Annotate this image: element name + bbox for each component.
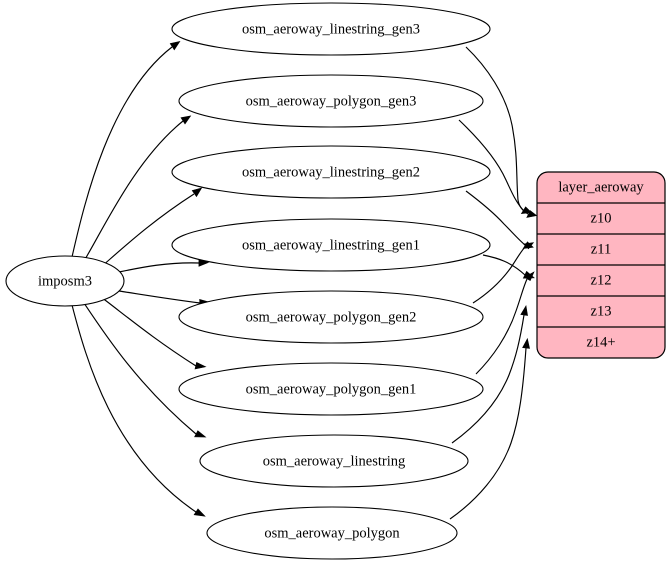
osm_aeroway_linestring_gen1-label: osm_aeroway_linestring_gen1 [242, 237, 420, 253]
imposm3-label: imposm3 [38, 273, 92, 289]
node-osm_aeroway_polygon_gen1[interactable]: osm_aeroway_polygon_gen1 [178, 362, 484, 416]
edge-polygon-gen3-to-z10 [458, 119, 533, 214]
node-layer-aeroway-table[interactable]: layer_aeroway z10 z11 z12 z13 z14+ [536, 171, 666, 359]
edge-linestring-gen3-to-z10 [465, 46, 538, 218]
edge-imposm3-to-polygon-gen1 [100, 296, 207, 370]
node-imposm3[interactable]: imposm3 [5, 255, 125, 307]
edge-imposm3-to-polygon [71, 304, 206, 517]
table-row-z14-label[interactable]: z14+ [586, 334, 615, 350]
edge-imposm3-to-polygon-gen2 [118, 290, 211, 307]
node-osm_aeroway_polygon[interactable]: osm_aeroway_polygon [206, 506, 458, 560]
edge-polygon-gen1-to-z12 [475, 271, 535, 375]
table-row-z12-label[interactable]: z12 [591, 272, 612, 288]
osm_aeroway_linestring-label: osm_aeroway_linestring [263, 453, 406, 469]
osm_aeroway_polygon_gen1-label: osm_aeroway_polygon_gen1 [246, 381, 417, 397]
node-osm_aeroway_polygon_gen3[interactable]: osm_aeroway_polygon_gen3 [178, 74, 484, 128]
edge-linestring-to-z13 [451, 304, 528, 444]
edge-imposm3-to-polygon-gen3 [83, 115, 192, 262]
edge-imposm3-to-linestring-gen2 [100, 187, 203, 268]
osm_aeroway_linestring_gen2-label: osm_aeroway_linestring_gen2 [242, 164, 420, 180]
edge-linestring-gen1-to-z12 [482, 254, 535, 279]
table-row-z11-label[interactable]: z11 [591, 241, 611, 257]
node-osm_aeroway_polygon_gen2[interactable]: osm_aeroway_polygon_gen2 [178, 290, 484, 344]
osm_aeroway_polygon-ellipse[interactable] [206, 506, 458, 560]
osm_aeroway_linestring_gen3-label: osm_aeroway_linestring_gen3 [242, 21, 420, 37]
edge-imposm3-to-linestring-gen3 [71, 41, 181, 258]
osm_aeroway_polygon-label: osm_aeroway_polygon [264, 525, 400, 541]
osm_aeroway_linestring_gen3-ellipse[interactable] [171, 2, 491, 56]
osm_aeroway_linestring-ellipse[interactable] [199, 434, 469, 488]
node-osm_aeroway_linestring_gen1[interactable]: osm_aeroway_linestring_gen1 [171, 218, 491, 272]
edge-polygon-gen2-to-z11 [472, 242, 535, 304]
node-osm_aeroway_linestring[interactable]: osm_aeroway_linestring [199, 434, 469, 488]
edge-group-tables-to-layer [449, 46, 538, 520]
edge-imposm3-to-linestring-gen1 [118, 258, 210, 273]
table-row-z13-label[interactable]: z13 [591, 303, 612, 319]
osm_aeroway_polygon_gen3-ellipse[interactable] [178, 74, 484, 128]
osm_aeroway_linestring_gen2-ellipse[interactable] [171, 145, 491, 199]
node-osm_aeroway_linestring_gen3[interactable]: osm_aeroway_linestring_gen3 [171, 2, 491, 56]
osm_aeroway_polygon_gen2-label: osm_aeroway_polygon_gen2 [246, 309, 417, 325]
table-row-z10-label[interactable]: z10 [591, 210, 612, 226]
imposm3-ellipse[interactable] [5, 255, 125, 307]
osm_aeroway_polygon_gen3-label: osm_aeroway_polygon_gen3 [246, 93, 417, 109]
osm_aeroway_polygon_gen1-ellipse[interactable] [178, 362, 484, 416]
osm_aeroway_polygon_gen2-ellipse[interactable] [178, 290, 484, 344]
edge-imposm3-to-linestring [83, 302, 207, 438]
table-header-label: layer_aeroway [558, 179, 644, 195]
osm_aeroway_linestring_gen1-ellipse[interactable] [171, 218, 491, 272]
node-osm_aeroway_linestring_gen2[interactable]: osm_aeroway_linestring_gen2 [171, 145, 491, 199]
edge-polygon-to-z14 [449, 337, 530, 520]
